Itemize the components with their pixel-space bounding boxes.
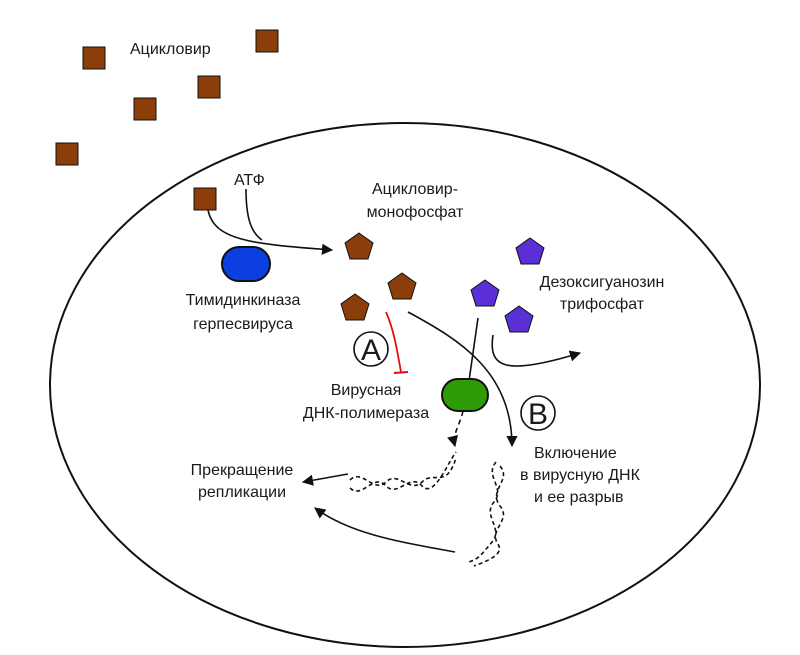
dgtp-to-polymerase-line — [467, 317, 479, 389]
termination-label-line2: репликации — [198, 484, 286, 501]
dna-strand-chain-terminated — [349, 451, 457, 492]
acyclovir-molecule — [197, 75, 221, 99]
atp-input-line — [245, 188, 263, 241]
acyclovir-monophosphate-molecule — [387, 272, 417, 300]
mechanism-b-label: B — [528, 398, 548, 431]
dgtp-molecule — [470, 279, 500, 307]
inhibition-line — [385, 311, 402, 373]
dna-strand-incorporated — [467, 461, 505, 567]
termination-arrow-from-incorporation — [314, 507, 456, 553]
thymidine-kinase-enzyme — [221, 246, 271, 282]
acyclovir-label: Ацикловир — [130, 41, 211, 58]
phosphorylation-arrow — [207, 209, 334, 255]
acyclovir-molecule — [55, 142, 79, 166]
acyclovir-monophosphate-molecule — [340, 293, 370, 321]
dgtp-label-line1: Дезоксигуанозин — [540, 274, 665, 291]
dgtp-molecule — [515, 237, 545, 265]
termination-arrow-from-helix — [301, 473, 349, 486]
incorporation-label-line3: и ее разрыв — [534, 489, 623, 506]
polymerase-to-dna-dashed-arrow — [447, 410, 464, 448]
incorporation-arrow — [407, 311, 518, 448]
polymerase-label-line1: Вирусная — [331, 382, 402, 399]
dgtp-molecules — [470, 237, 545, 333]
dgtp-molecule — [504, 305, 534, 333]
acyclovir-molecule — [255, 29, 279, 53]
cell-membrane — [49, 122, 761, 648]
viral-dna-polymerase-enzyme — [441, 378, 489, 412]
acyclovir-monophosphate-molecule — [344, 232, 374, 260]
acyclovir-molecules-extracellular — [55, 29, 279, 166]
incorporation-label-line2: в вирусную ДНК — [520, 467, 641, 484]
mechanism-a-marker — [353, 331, 389, 367]
mechanism-a-label: A — [361, 334, 381, 367]
atp-label: АТФ — [234, 172, 265, 189]
acyclovir-molecule — [133, 97, 157, 121]
termination-label-line1: Прекращение — [191, 462, 294, 479]
dgtp-label-line2: трифосфат — [560, 296, 645, 313]
acyclovir-monophosphate-label-line2: монофосфат — [367, 204, 464, 221]
mechanism-b-marker — [520, 395, 556, 431]
acyclovir-molecule — [82, 46, 106, 70]
thymidine-kinase-label-line1: Тимидинкиназа — [186, 292, 301, 309]
acyclovir-monophosphate-molecules — [340, 232, 417, 321]
incorporation-label-line1: Включение — [534, 445, 617, 462]
acyclovir-monophosphate-label-line1: Ацикловир- — [372, 181, 458, 198]
acyclovir-molecule-intracellular — [193, 187, 217, 211]
inhibition-bar — [393, 371, 409, 374]
dgtp-release-arrow — [491, 334, 582, 367]
thymidine-kinase-label-line2: герпесвируса — [193, 316, 293, 333]
polymerase-label-line2: ДНК-полимераза — [303, 405, 429, 422]
